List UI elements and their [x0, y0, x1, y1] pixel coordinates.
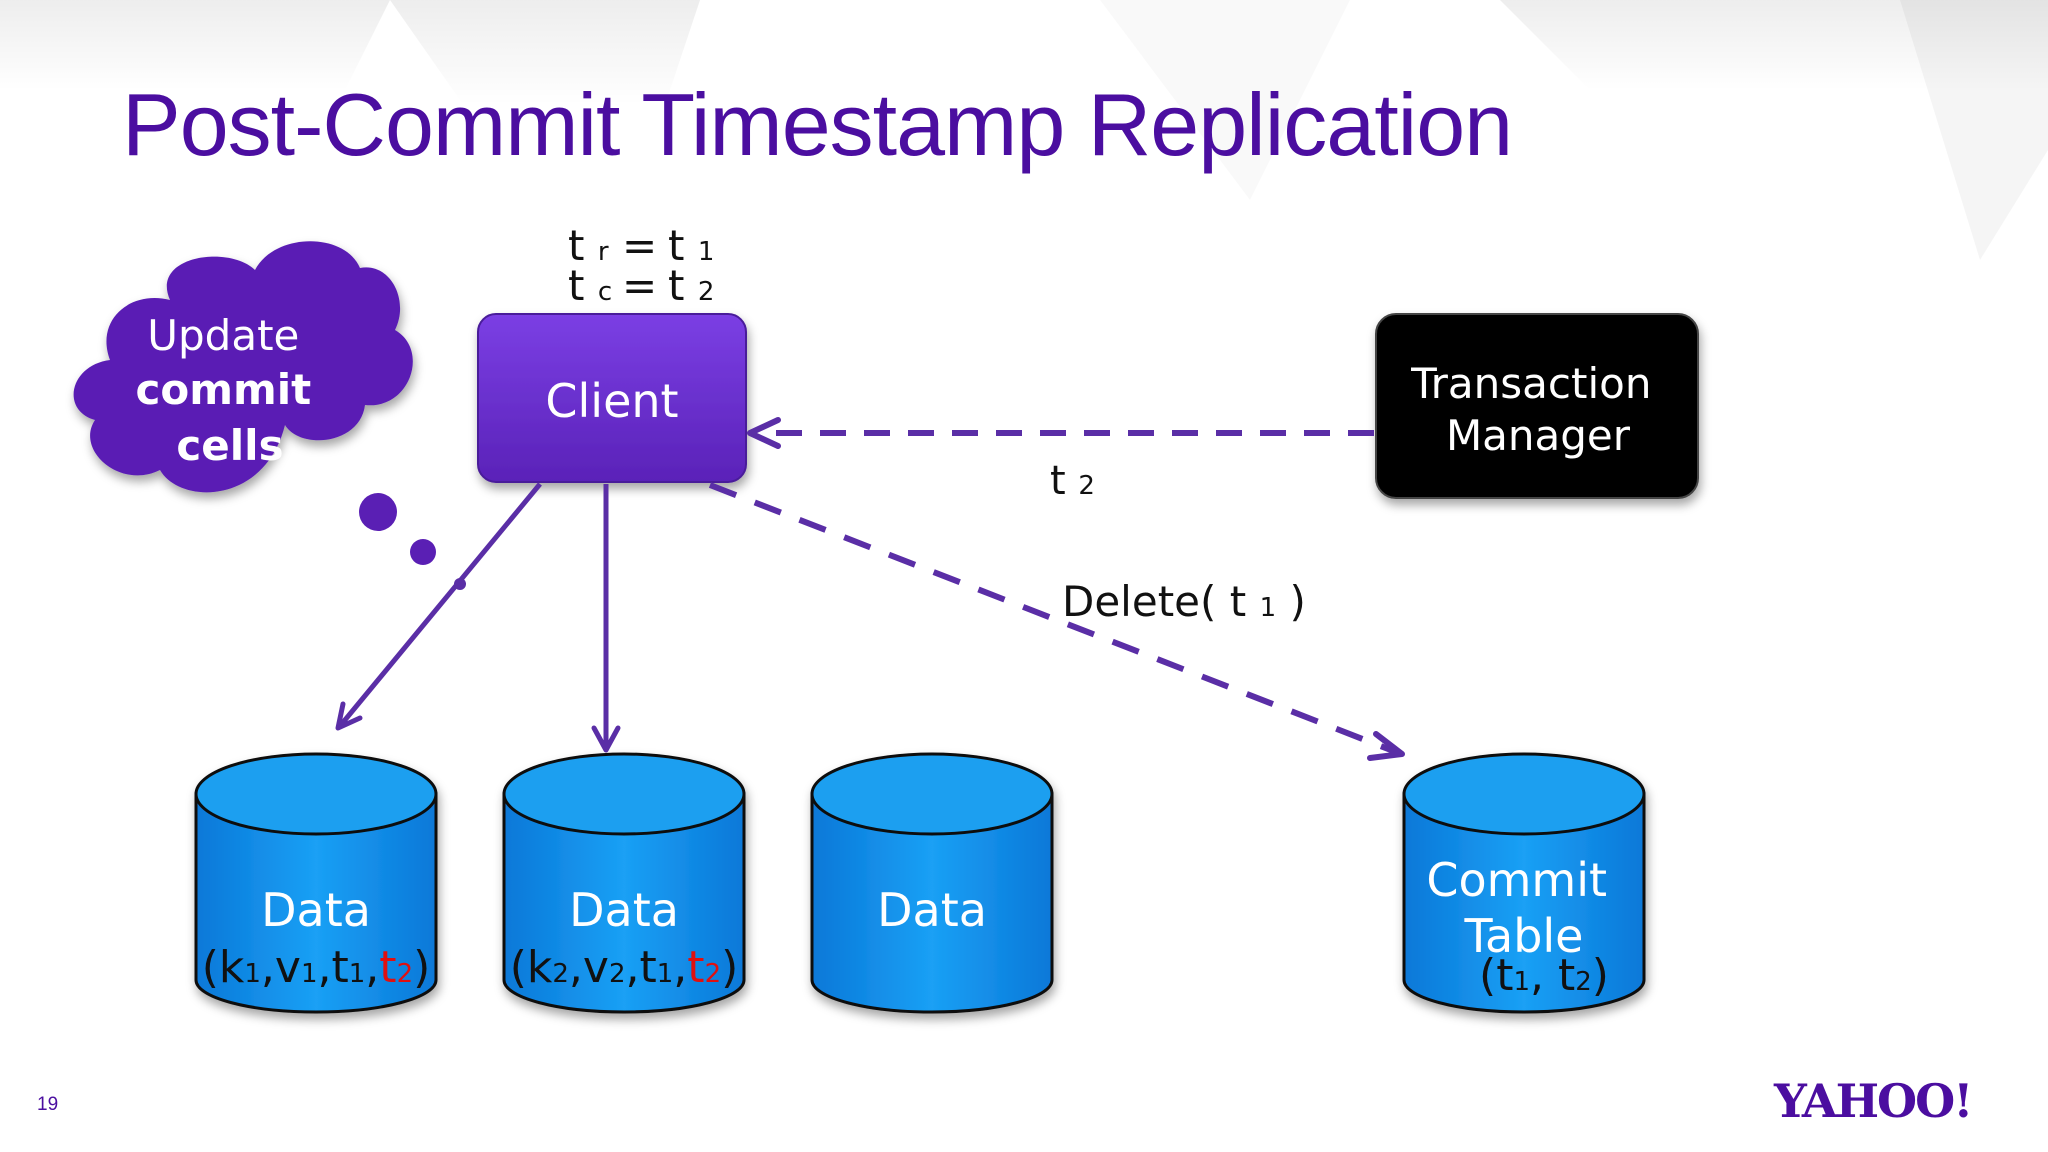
- commit-table-store: [1402, 752, 1646, 1014]
- data-store-1: [194, 752, 438, 1014]
- tuple1-part-t1: ,t: [318, 942, 349, 993]
- ct-sub-t1: 1: [1513, 967, 1530, 997]
- tc-value: t: [668, 261, 684, 310]
- svg-text:Commit Table: Commit Table: [1426, 853, 1621, 963]
- tr-equals: =: [622, 221, 657, 270]
- ct-close: ): [1592, 950, 1609, 1001]
- tuple2-sub-t2: 2: [705, 959, 722, 989]
- bubble-line-cells: cells: [176, 421, 283, 470]
- data-store-1-label: Data: [261, 883, 371, 937]
- tuple1-part-v: ,v: [261, 942, 301, 993]
- t2-arrow-label: t: [1050, 458, 1066, 504]
- client-box: [477, 313, 747, 483]
- svg-text:Update commit cells: Update commit cells: [135, 311, 324, 470]
- thought-dot-small: [410, 539, 436, 565]
- client-to-commit-table-arrow: [708, 482, 1405, 761]
- tc-value-sub: 2: [698, 277, 715, 307]
- client-node: Client: [477, 313, 747, 483]
- tuple2-part-t2: t: [687, 942, 704, 993]
- svg-text:Transaction Manager: Transaction Manager: [1410, 359, 1665, 460]
- delete-label-t: t: [1230, 577, 1246, 626]
- tuple2-sub-v: 2: [609, 959, 626, 989]
- svg-text:t c = t 2: t c = t 2: [568, 261, 714, 310]
- client-to-data2-arrow: [591, 484, 621, 753]
- delete-label-suffix: ): [1289, 577, 1305, 626]
- svg-text:t r = t 1: t r = t 1: [568, 221, 714, 270]
- commit-table-tuple: (t1, t2): [1479, 950, 1609, 1001]
- transaction-manager-box: [1375, 313, 1699, 499]
- t2-arrow-label-sub: 2: [1078, 471, 1095, 501]
- data-store-2-tuple: (k2,v2,t1,t2): [510, 942, 739, 993]
- data-store-2-label: Data: [569, 883, 679, 937]
- tuple2-part-k: (k: [510, 942, 553, 993]
- tuple1-sub-t2: 2: [397, 959, 414, 989]
- page-number: 19: [37, 1094, 59, 1115]
- tr-symbol: t: [568, 221, 584, 270]
- tuple2-close: ): [721, 942, 738, 993]
- commit-table-label-line1: Commit: [1426, 853, 1607, 907]
- slide-title: Post-Commit Timestamp Replication: [122, 75, 1513, 174]
- tm-label-line1: Transaction: [1410, 359, 1651, 408]
- tm-to-client-arrow: [747, 417, 1374, 449]
- bubble-line-update: Update: [147, 311, 299, 360]
- client-label: Client: [545, 374, 678, 428]
- delete-label-prefix: Delete(: [1062, 577, 1216, 626]
- tuple2-part-t1: ,t: [626, 942, 657, 993]
- bubble-line-commit: commit: [135, 365, 311, 414]
- yahoo-logo: YAHOO!: [1774, 1074, 1973, 1128]
- tc-equals: =: [622, 261, 657, 310]
- tuple1-part-t2: t: [379, 942, 396, 993]
- tm-label-line2: Manager: [1446, 411, 1631, 460]
- tr-value-sub: 1: [698, 237, 715, 267]
- data-store-2: [502, 752, 746, 1014]
- data-store-1-tuple: (k1,v1,t1,t2): [202, 942, 431, 993]
- ct-part-t1: (t: [1479, 950, 1513, 1001]
- tuple1-sub-k: 1: [244, 959, 261, 989]
- data-store-3: [810, 752, 1054, 1014]
- ct-part-t2: , t: [1530, 950, 1575, 1001]
- tuple1-close: ): [413, 942, 430, 993]
- tc-symbol: t: [568, 261, 584, 310]
- thought-bubble: [73, 241, 413, 493]
- tuple1-sub-v: 1: [301, 959, 318, 989]
- tr-value: t: [668, 221, 684, 270]
- tuple2-comma: ,: [673, 942, 687, 993]
- tr-subscript: r: [598, 237, 609, 267]
- svg-text:Delete( t 1 ): Delete( t 1 ): [1062, 577, 1306, 626]
- tuple2-sub-t1: 1: [657, 959, 674, 989]
- delete-label-sub: 1: [1260, 593, 1277, 623]
- tc-subscript: c: [598, 277, 612, 307]
- thought-dot-large: [359, 493, 397, 531]
- transaction-manager-node: Transaction Manager: [1375, 313, 1699, 499]
- tuple2-part-v: ,v: [569, 942, 609, 993]
- commit-table-label-line2: Table: [1464, 909, 1584, 963]
- tuple1-comma: ,: [365, 942, 379, 993]
- client-to-data1-arrow: [335, 482, 542, 731]
- svg-text:t 2: t 2: [1050, 458, 1095, 504]
- data-store-3-label: Data: [877, 883, 987, 937]
- thought-cloud-shape: [73, 241, 413, 493]
- ct-sub-t2: 2: [1575, 967, 1592, 997]
- tuple1-part-k: (k: [202, 942, 245, 993]
- tuple1-sub-t1: 1: [349, 959, 366, 989]
- tuple2-sub-k: 2: [552, 959, 569, 989]
